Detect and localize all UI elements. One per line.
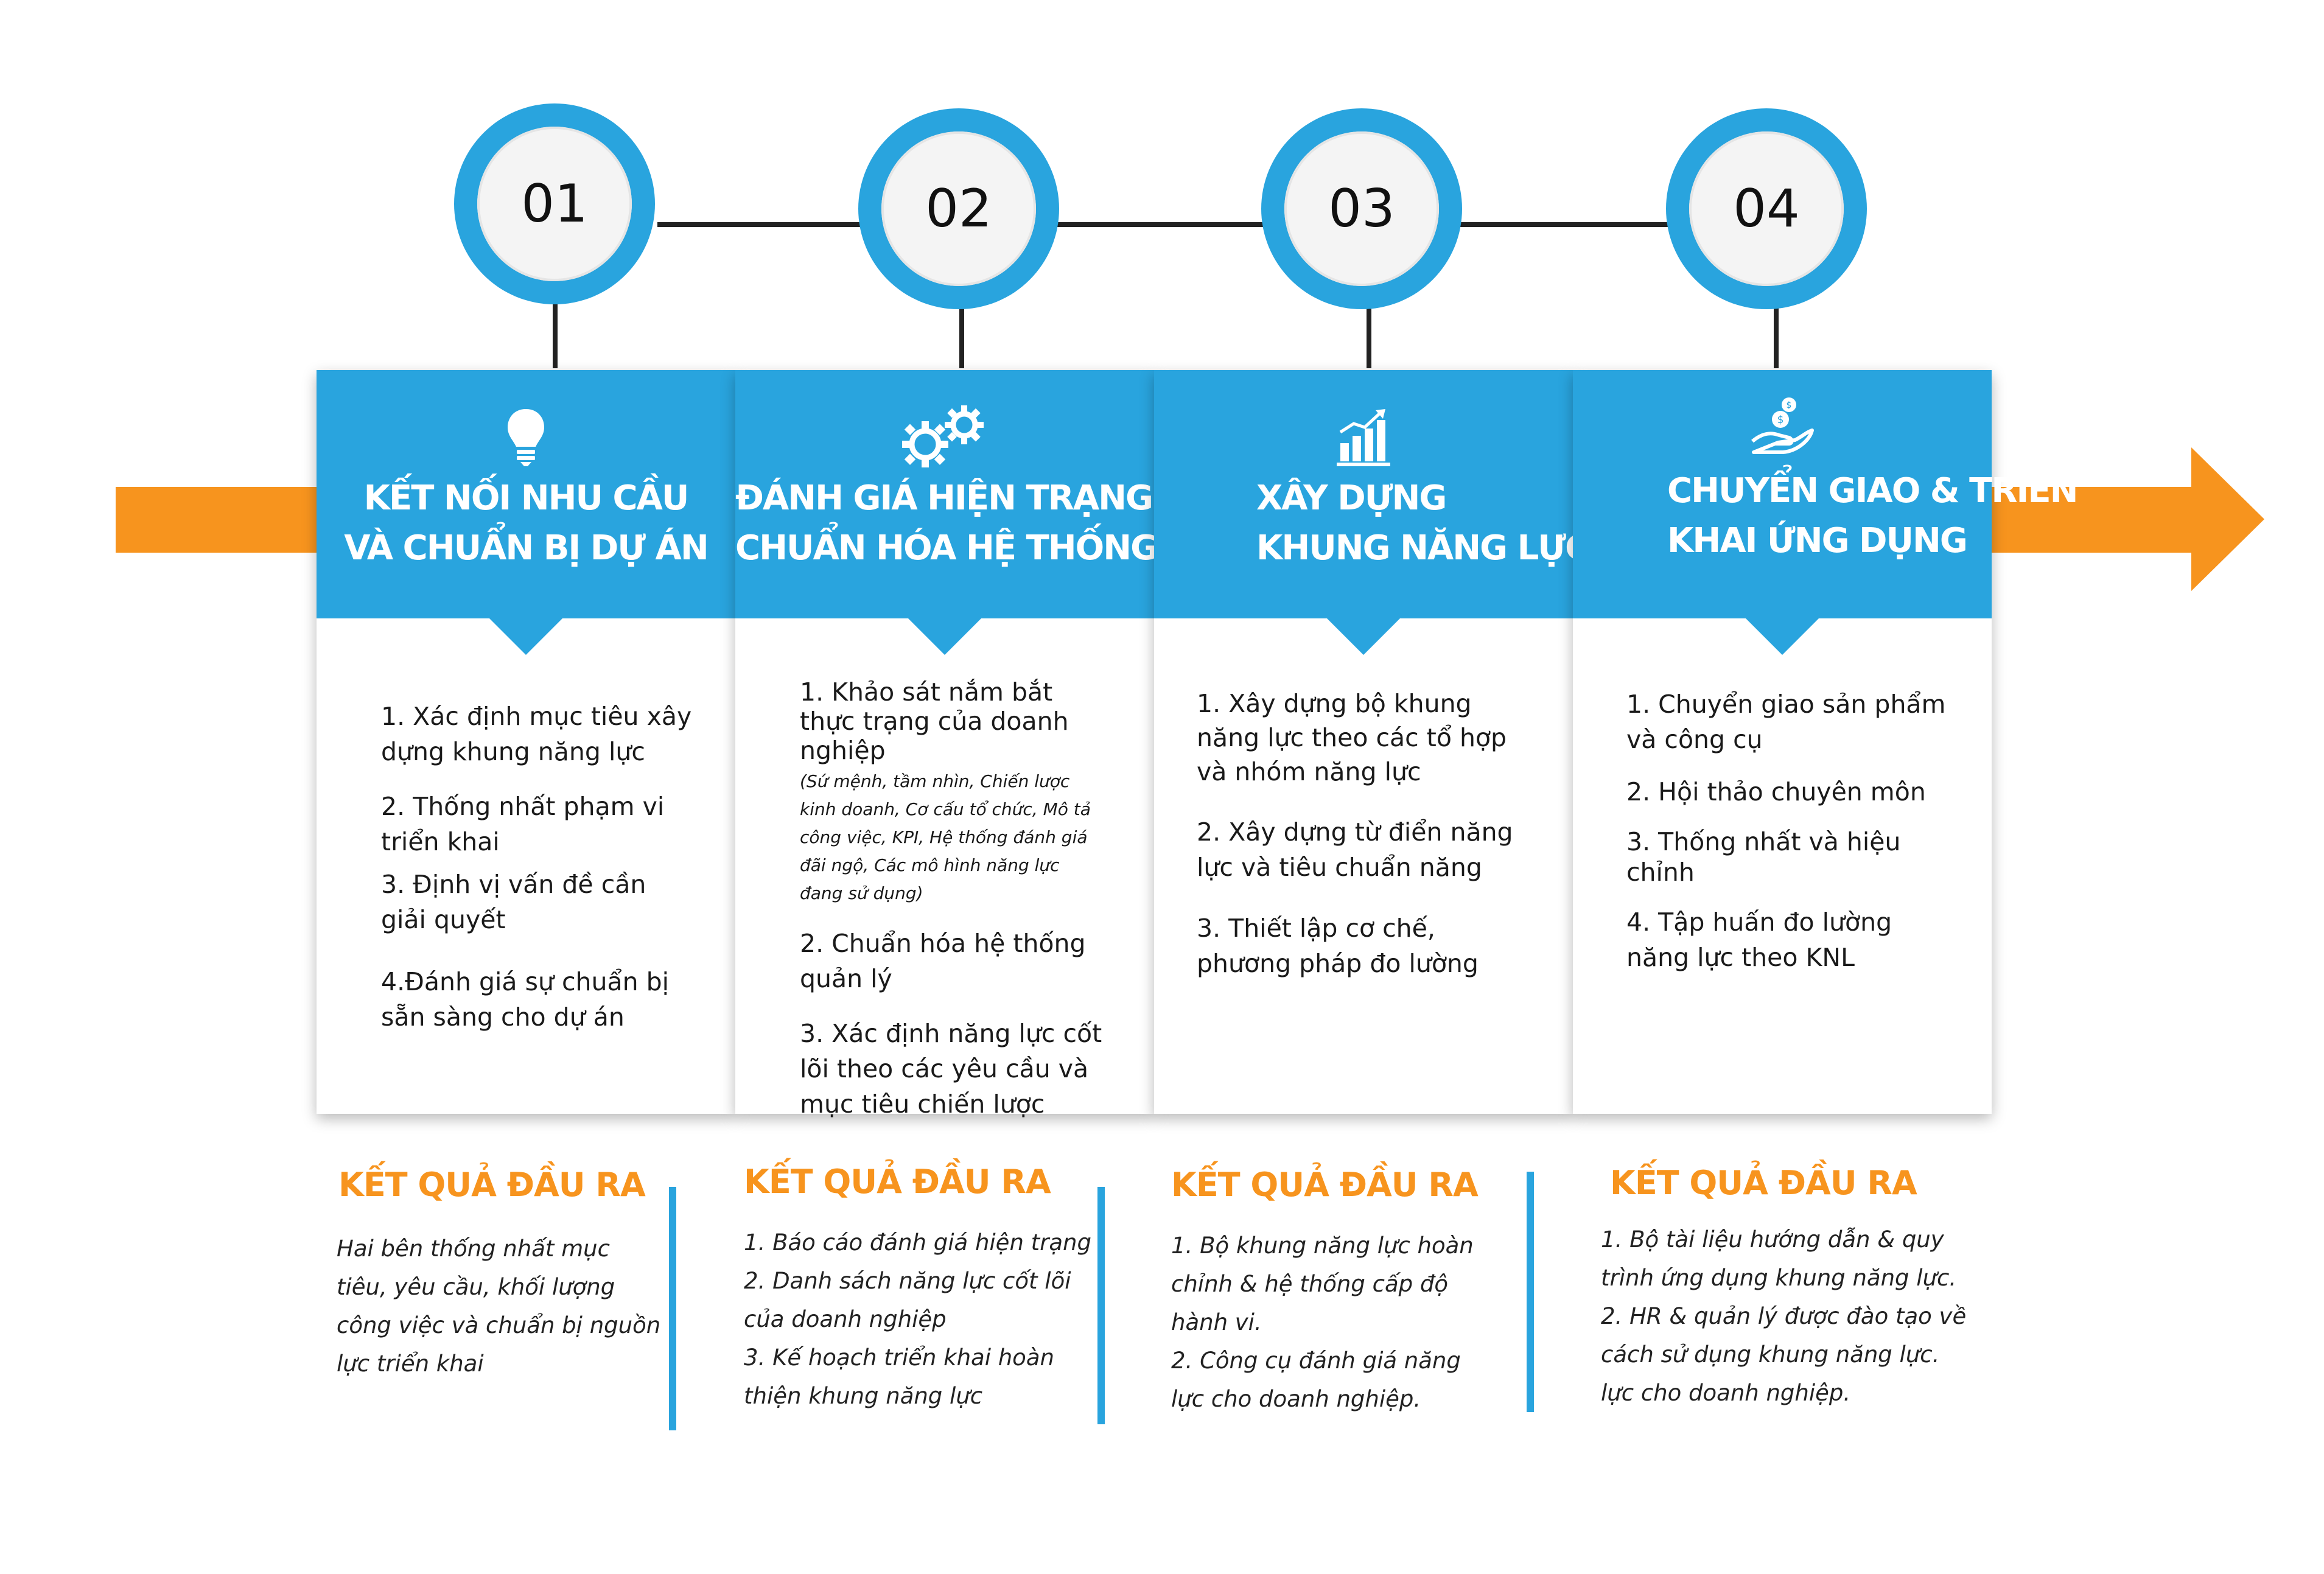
output-title-1: KẾT QUẢ ĐẦU RA bbox=[338, 1166, 646, 1204]
card-items: 1. Xác định mục tiêu xây dựng khung năng… bbox=[381, 699, 698, 1054]
output-text-1: Hai bên thống nhất mục tiêu, yêu cầu, kh… bbox=[337, 1229, 677, 1383]
step-card-4: $ $ CHUYỂN GIAO & TRIỂN KHAI ỨNG DỤNG 1.… bbox=[1573, 370, 2078, 1114]
card-notch bbox=[1746, 618, 1819, 655]
step-circle-3: 03 bbox=[1261, 108, 1462, 309]
list-item: 3. Xác định năng lực cốt lõi theo các yê… bbox=[800, 1019, 1102, 1119]
card-title-line: KHAI ỨNG DỤNG bbox=[1667, 521, 1968, 561]
output-line: trình ứng dụng khung năng lực. bbox=[1601, 1265, 1957, 1291]
list-item: 3. Thống nhất và hiệu chỉnh bbox=[1626, 827, 1901, 887]
output-separator-2 bbox=[1097, 1187, 1105, 1424]
output-text-2: 1. Báo cáo đánh giá hiện trạng 2. Danh s… bbox=[744, 1223, 1091, 1415]
card-notch bbox=[489, 618, 562, 655]
card-notch bbox=[1327, 618, 1400, 655]
list-item: 2. Thống nhất phạm vi triển khai bbox=[381, 792, 665, 856]
output-line: Hai bên thống nhất mục bbox=[337, 1236, 610, 1262]
output-separator-1 bbox=[669, 1187, 676, 1430]
process-arrow-head bbox=[2191, 447, 2264, 591]
hand-coin-icon: $ $ bbox=[1573, 382, 1992, 467]
step-card-3: XÂY DỰNG KHUNG NĂNG LỰC 1. Xây dựng bộ k… bbox=[1154, 370, 1590, 1114]
output-line: chỉnh & hệ thống cấp độ bbox=[1171, 1271, 1449, 1297]
card-title: ĐÁNH GIÁ HIỆN TRẠNG & CHUẨN HÓA HỆ THỐNG bbox=[735, 474, 1192, 573]
step-number: 01 bbox=[477, 127, 632, 281]
list-item: 3. Thiết lập cơ chế, phương pháp đo lườn… bbox=[1197, 914, 1479, 978]
step-card-1: KẾT NỐI NHU CẦU VÀ CHUẨN BỊ DỰ ÁN 1. Xác… bbox=[317, 370, 735, 1114]
output-line: cách sử dụng khung năng lực. bbox=[1601, 1341, 1940, 1368]
gears-icon bbox=[735, 394, 1154, 480]
card-items: 1. Khảo sát nắm bắt thực trạng của doanh… bbox=[800, 677, 1104, 1141]
bar-chart-icon bbox=[1154, 394, 1573, 480]
card-title-line: KẾT NỐI NHU CẦU bbox=[363, 478, 690, 518]
step-circle-4: 04 bbox=[1666, 108, 1867, 309]
list-item: 2. Chuẩn hóa hệ thống quản lý bbox=[800, 929, 1086, 993]
output-line: 1. Bộ tài liệu hướng dẫn & quy bbox=[1601, 1226, 1944, 1253]
list-subnote: (Sứ mệnh, tầm nhìn, Chiến lược kinh doan… bbox=[800, 771, 1091, 903]
list-item: 2. Xây dựng từ điển năng lực và tiêu chu… bbox=[1197, 817, 1513, 882]
output-line: thiện khung năng lực bbox=[744, 1383, 983, 1409]
output-line: lực triển khai bbox=[337, 1351, 484, 1377]
step-card-2: ĐÁNH GIÁ HIỆN TRẠNG & CHUẨN HÓA HỆ THỐNG… bbox=[735, 370, 1192, 1119]
output-text-4: 1. Bộ tài liệu hướng dẫn & quy trình ứng… bbox=[1601, 1220, 1978, 1412]
list-item: 1. Xây dựng bộ khung năng lực theo các t… bbox=[1197, 689, 1507, 786]
card-notch bbox=[908, 618, 981, 655]
connector-line bbox=[657, 222, 1765, 227]
card-header bbox=[1154, 370, 1573, 618]
output-line: tiêu, yêu cầu, khối lượng bbox=[337, 1274, 615, 1300]
list-item: 1. Xác định mục tiêu xây dựng khung năng… bbox=[381, 702, 692, 766]
output-separator-3 bbox=[1527, 1172, 1534, 1412]
card-title-line: ĐÁNH GIÁ HIỆN TRẠNG & bbox=[735, 478, 1192, 518]
output-line: công việc và chuẩn bị nguồn bbox=[337, 1312, 661, 1338]
output-line: lực cho doanh nghiệp. bbox=[1601, 1380, 1851, 1406]
card-header bbox=[735, 370, 1154, 618]
list-item: 4.Đánh giá sự chuẩn bị sẵn sàng cho dự á… bbox=[381, 967, 670, 1032]
svg-text:$: $ bbox=[1777, 414, 1784, 426]
card-title-line: CHUYỂN GIAO & TRIỂN bbox=[1667, 471, 2078, 511]
output-text-3: 1. Bộ khung năng lực hoàn chỉnh & hệ thố… bbox=[1171, 1226, 1512, 1418]
card-title-line: XÂY DỰNG bbox=[1256, 478, 1447, 518]
card-title: KẾT NỐI NHU CẦU VÀ CHUẨN BỊ DỰ ÁN bbox=[317, 474, 735, 573]
list-item: 1. Khảo sát nắm bắt thực trạng của doanh… bbox=[800, 677, 1069, 765]
svg-text:$: $ bbox=[1787, 400, 1792, 410]
list-item: 4. Tập huấn đo lường năng lực theo KNL bbox=[1626, 908, 1892, 972]
output-line: của doanh nghiệp bbox=[744, 1306, 947, 1332]
card-title-line: KHUNG NĂNG LỰC bbox=[1256, 528, 1590, 568]
list-item: 1. Chuyển giao sản phẩm và công cụ bbox=[1626, 690, 1946, 754]
output-line: 1. Bộ khung năng lực hoàn bbox=[1171, 1233, 1474, 1259]
step-number: 03 bbox=[1284, 131, 1439, 286]
list-item: 2. Hội thảo chuyên môn bbox=[1626, 777, 1926, 806]
output-line: lực cho doanh nghiệp. bbox=[1171, 1386, 1421, 1412]
card-items: 1. Xây dựng bộ khung năng lực theo các t… bbox=[1197, 687, 1525, 1001]
output-line: hành vi. bbox=[1171, 1309, 1262, 1335]
card-title-line: CHUẨN HÓA HỆ THỐNG bbox=[735, 528, 1158, 568]
output-line: 2. Công cụ đánh giá năng bbox=[1171, 1348, 1461, 1374]
card-items: 1. Chuyển giao sản phẩm và công cụ 2. Hộ… bbox=[1626, 687, 1955, 995]
card-title: XÂY DỰNG KHUNG NĂNG LỰC bbox=[1256, 474, 1590, 573]
output-title-3: KẾT QUẢ ĐẦU RA bbox=[1171, 1166, 1479, 1204]
list-item: 3. Định vị vấn đề cần giải quyết bbox=[381, 870, 646, 934]
output-title-2: KẾT QUẢ ĐẦU RA bbox=[744, 1163, 1051, 1201]
card-title: CHUYỂN GIAO & TRIỂN KHAI ỨNG DỤNG bbox=[1667, 466, 2078, 566]
step-number: 04 bbox=[1689, 131, 1844, 286]
output-line: 3. Kế hoạch triển khai hoàn bbox=[744, 1345, 1054, 1371]
lightbulb-icon bbox=[317, 394, 735, 480]
card-title-line: VÀ CHUẨN BỊ DỰ ÁN bbox=[344, 528, 709, 568]
step-number: 02 bbox=[881, 131, 1036, 286]
step-circle-2: 02 bbox=[858, 108, 1059, 309]
output-line: 2. Danh sách năng lực cốt lõi bbox=[744, 1268, 1071, 1294]
output-title-4: KẾT QUẢ ĐẦU RA bbox=[1610, 1164, 1917, 1202]
output-line: 2. HR & quản lý được đào tạo về bbox=[1601, 1303, 1967, 1329]
output-line: 1. Báo cáo đánh giá hiện trạng bbox=[744, 1229, 1091, 1256]
step-circle-1: 01 bbox=[454, 103, 655, 304]
